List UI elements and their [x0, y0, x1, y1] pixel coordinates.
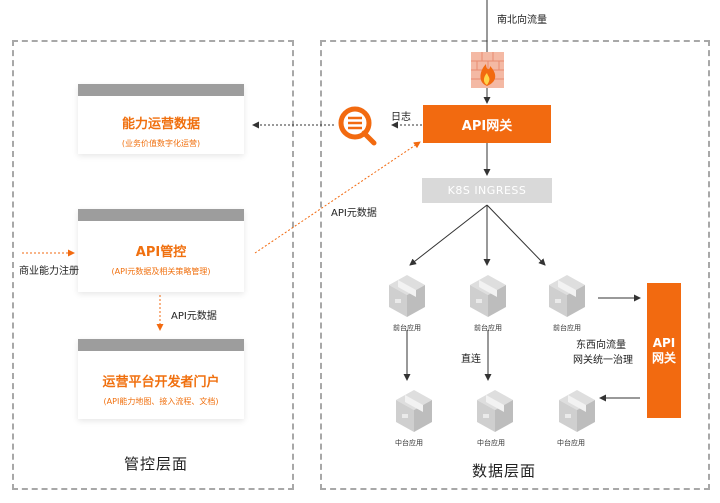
north-south-label: 南北向流量	[497, 15, 547, 26]
frontend-app-label: 前台应用	[393, 324, 421, 332]
card-title: API管控	[135, 245, 187, 260]
card-subtitle: (业务价值数字化运营)	[121, 139, 201, 148]
card-subtitle: (API元数据及相关策略管理)	[111, 267, 211, 276]
direct-label: 直连	[461, 354, 481, 365]
card-header-bar	[78, 209, 244, 221]
frontend-app-label: 前台应用	[474, 324, 502, 332]
ingress-left-arrow	[409, 204, 488, 266]
register-label: 商业能力注册	[19, 266, 79, 277]
frontend-app-cube	[549, 275, 585, 317]
side-gateway-line2: 网关	[651, 350, 676, 365]
control-plane-title: 管控层面	[124, 455, 189, 473]
middle-app-label: 中台应用	[395, 439, 423, 447]
log-search-icon	[338, 106, 377, 146]
card-title: 运营平台开发者门户	[102, 375, 220, 390]
api-gateway-box: API网关	[423, 105, 551, 143]
middle-app-cube	[396, 390, 432, 432]
data-plane-title: 数据层面	[472, 462, 537, 480]
frontend-app-cube	[389, 275, 425, 317]
api-governance-card: API管控 (API元数据及相关策略管理)	[78, 209, 244, 292]
data-plane-panel	[320, 40, 710, 490]
side-gateway-line1: API	[652, 335, 676, 350]
card-subtitle: (API能力地图、接入流程、文档)	[103, 397, 219, 406]
portal-metadata-label: API元数据	[171, 311, 217, 322]
east-west-label-line1: 东西向流量	[576, 340, 626, 351]
middle-app-label: 中台应用	[477, 439, 505, 447]
middle-app-label: 中台应用	[557, 439, 585, 447]
middle-app-cube	[477, 390, 513, 432]
frontend-app-label: 前台应用	[553, 324, 581, 332]
log-label: 日志	[391, 112, 411, 123]
frontend-app-cube	[470, 275, 506, 317]
metadata-push-arrow	[254, 141, 421, 254]
east-west-label-line2: 网关统一治理	[573, 355, 633, 366]
middle-app-cube	[559, 390, 595, 432]
k8s-ingress-box: K8S INGRESS	[422, 178, 552, 203]
side-api-gateway-box: API 网关	[647, 283, 681, 418]
card-header-bar	[78, 84, 244, 96]
gateway-metadata-label: API元数据	[331, 208, 377, 219]
control-plane-panel	[12, 40, 294, 490]
card-header-bar	[78, 339, 244, 351]
ingress-right-arrow	[486, 204, 546, 266]
developer-portal-card: 运营平台开发者门户 (API能力地图、接入流程、文档)	[78, 339, 244, 419]
ops-data-card: 能力运营数据 (业务价值数字化运营)	[78, 84, 244, 154]
card-title: 能力运营数据	[121, 117, 200, 132]
firewall-icon	[471, 52, 504, 88]
